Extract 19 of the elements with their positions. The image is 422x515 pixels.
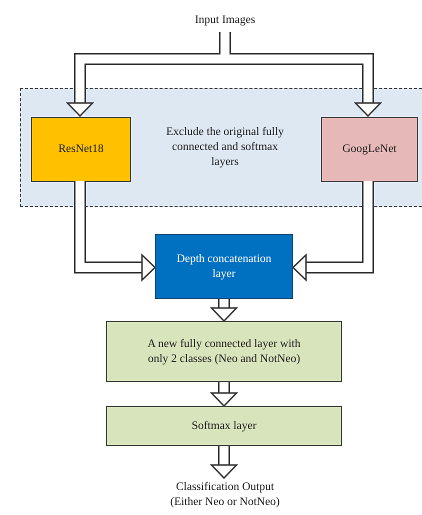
block-arrow [210, 446, 238, 479]
input-label: Input Images [194, 12, 256, 28]
model-box [31, 117, 131, 182]
block-arrow [210, 382, 238, 407]
process-box [106, 321, 342, 382]
dashed-region [20, 88, 422, 207]
block-arrow [76, 181, 156, 281]
model-box [321, 117, 418, 182]
box-label: ResNet18 [58, 142, 104, 157]
box-label: Depth concatenation layer [176, 252, 272, 282]
region-note: Exclude the original fully connected and softmax layers [166, 125, 284, 170]
box-label: Softmax layer [192, 418, 256, 434]
output-label: Classification Output (Either Neo or NotNeo) [169, 480, 281, 510]
box-label: A new fully connected layer with only 2 classes (Neo and NotNeo) [146, 336, 302, 366]
block-arrow [210, 299, 238, 322]
process-box [155, 234, 293, 299]
block-arrow [292, 181, 372, 281]
process-box [106, 406, 342, 446]
box-label: GoogLeNet [342, 142, 397, 157]
